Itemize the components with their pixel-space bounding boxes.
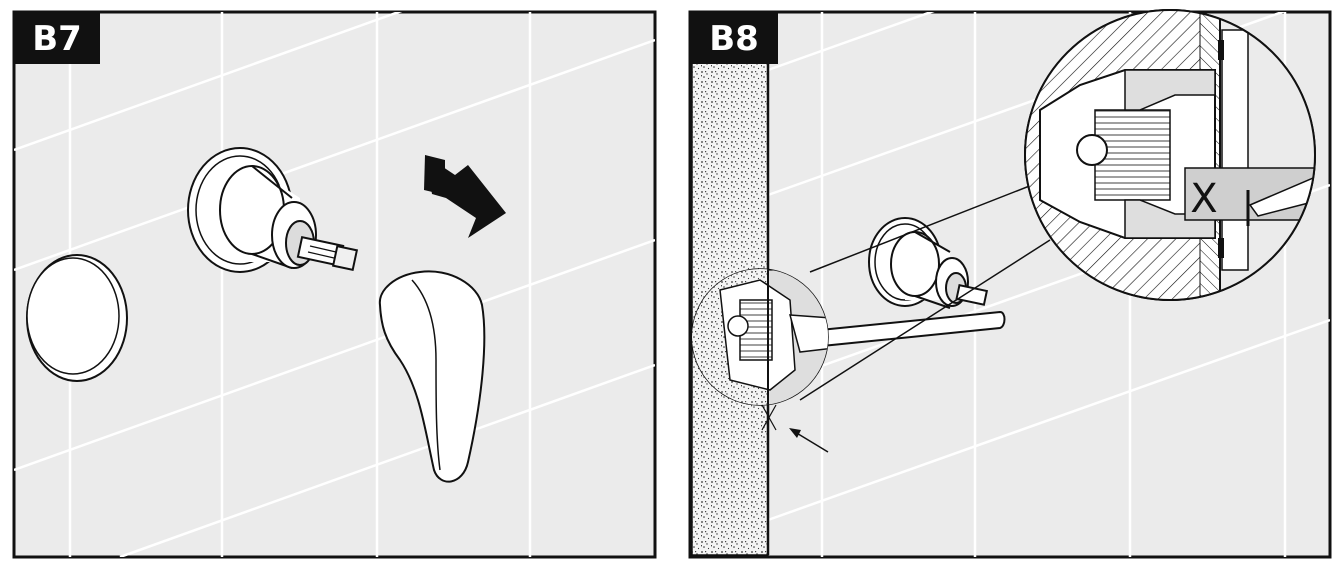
panel-b8: X B8 — [688, 9, 1332, 559]
panel-b7-frame — [12, 10, 657, 559]
gap-mark-x: X — [1190, 176, 1217, 222]
step-label-b8-text: B8 — [709, 19, 759, 59]
step-label-b8: B8 — [690, 12, 778, 64]
b7-cover-plate — [26, 254, 128, 382]
panel-b7: B7 — [12, 10, 657, 559]
b8-screwdriver — [798, 310, 1006, 350]
b8-callout-lines — [799, 184, 1051, 401]
step-label-b7: B7 — [14, 12, 100, 64]
b7-valve-cartridge — [187, 147, 359, 273]
b7-wall-tiles — [14, 12, 655, 557]
bold-arrow-icon — [424, 155, 506, 238]
step-label-b7-text: B7 — [32, 19, 82, 59]
b7-lever-handle — [378, 270, 486, 483]
b8-detail-circle — [691, 268, 829, 431]
b8-magnified-callout: X — [1024, 9, 1316, 301]
thin-arrow-icon — [789, 428, 829, 453]
b8-valve-cartridge — [868, 217, 989, 309]
